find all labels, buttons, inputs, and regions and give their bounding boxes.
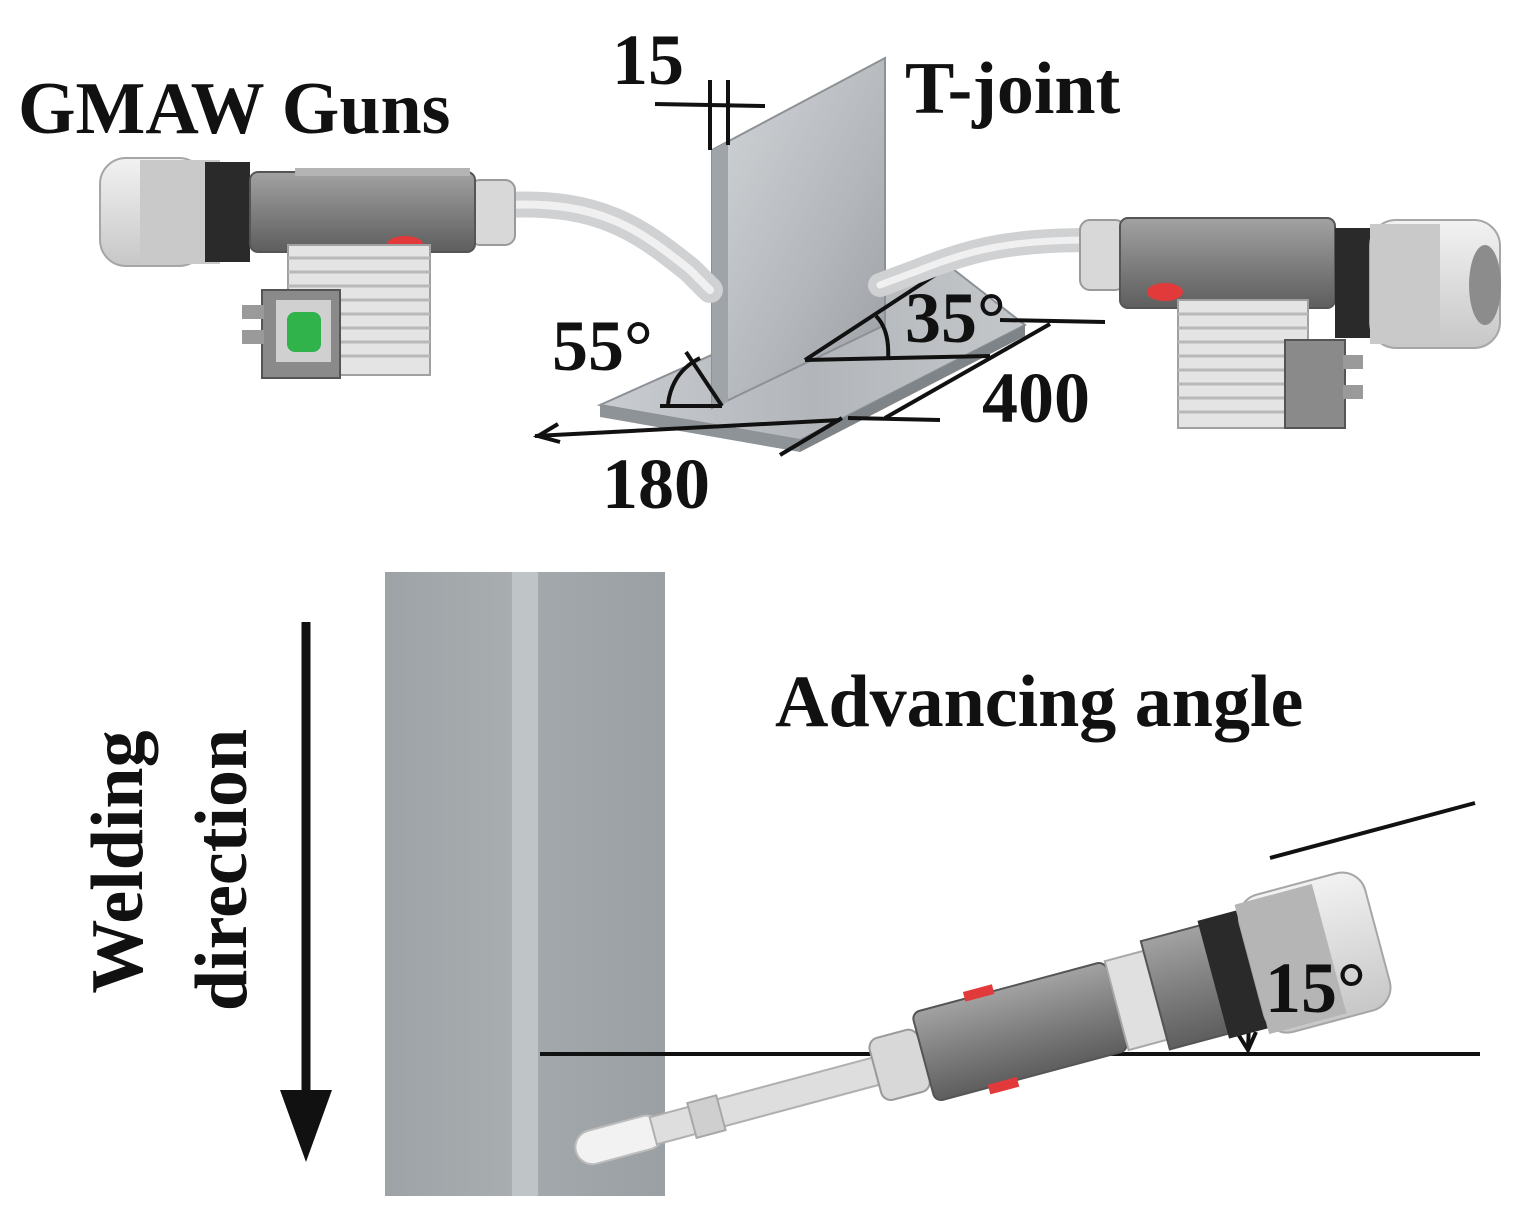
bottom-gun-red-indicator-bottom (987, 1076, 1020, 1095)
welding-label: Welding (77, 730, 159, 994)
advancing-angle-label: Advancing angle (775, 661, 1304, 743)
direction-label: direction (181, 728, 263, 1012)
bottom-gun-neck (648, 1053, 890, 1146)
thickness-label: 15 (612, 20, 684, 100)
welding-direction-arrow (280, 622, 332, 1162)
left-gun-green-indicator (287, 312, 321, 352)
length-dim-line (884, 322, 1051, 420)
t-joint-label: T-joint (905, 48, 1121, 130)
t-joint-model (596, 56, 1027, 452)
gmaw-guns-label: GMAW Guns (18, 68, 451, 150)
bottom-gun-body (912, 962, 1128, 1102)
bottom-gun-ring (1197, 910, 1268, 1039)
angle-35-label: 35° (905, 278, 1006, 358)
width-dim-arrow (532, 422, 561, 444)
right-gun-ring (1335, 228, 1373, 338)
angle-55-ray (684, 350, 724, 408)
width-180-label: 180 (602, 444, 710, 524)
gmaw-gun-right (868, 217, 1501, 429)
dimension-lines (532, 80, 1106, 457)
web-plate-edge (712, 142, 728, 408)
left-gun-body (249, 171, 476, 253)
width-dim-line (534, 418, 841, 438)
angle-35-arc (874, 314, 891, 361)
length-400-label: 400 (982, 358, 1090, 438)
length-dim-ext-bottom (847, 416, 941, 422)
gmaw-gun-bottom (574, 871, 1392, 1166)
angle-55-arc (666, 356, 701, 405)
right-gun-nozzle-opening (1469, 245, 1501, 325)
angle-55-label: 55° (552, 306, 653, 386)
left-gun-ring (205, 162, 250, 262)
gun-axis-line (1269, 801, 1476, 860)
bottom-gun-red-indicator-top (962, 984, 995, 1002)
right-gun-collar (1079, 219, 1126, 291)
advance-15-label: 15° (1265, 948, 1366, 1028)
top-view-plate (385, 572, 665, 1196)
angle-35-leg (804, 354, 991, 362)
gmaw-gun-left (99, 157, 723, 379)
right-gun-red-indicator (1147, 283, 1183, 301)
width-dim-ext (778, 416, 844, 457)
right-gun-connector-box (1284, 339, 1346, 429)
left-gun-collar (469, 179, 516, 246)
length-dim-ext-top (999, 318, 1106, 324)
web-plate-top-view (512, 572, 538, 1196)
